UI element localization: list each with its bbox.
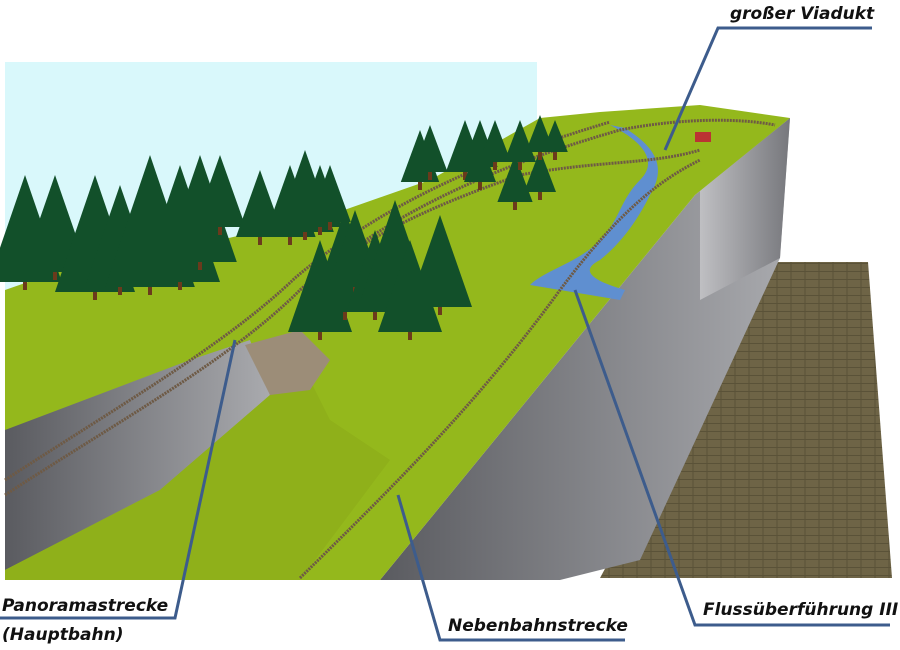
tree-trunk	[93, 290, 97, 300]
forest	[0, 115, 568, 340]
tree	[479, 120, 511, 162]
callout-panorama	[0, 339, 237, 620]
tree-trunk	[408, 330, 412, 340]
tree	[504, 120, 536, 162]
tree-trunk	[148, 285, 152, 295]
tree	[542, 120, 568, 152]
cliff-back	[700, 118, 790, 300]
tree-trunk	[553, 150, 557, 160]
label-river-crossing: Flussüberführung III	[703, 600, 899, 620]
tree-trunk	[303, 230, 307, 240]
tree	[497, 155, 533, 202]
tree	[309, 165, 351, 222]
tree-trunk	[513, 200, 517, 210]
front-grass	[5, 360, 390, 580]
tree-trunk	[328, 220, 332, 230]
tree	[163, 155, 237, 262]
tree-trunk	[318, 330, 322, 340]
paved-floor	[600, 262, 892, 578]
tree-trunk	[418, 180, 422, 190]
callout-lines	[0, 26, 890, 642]
callout-branch	[396, 494, 625, 642]
rock-cut	[245, 330, 330, 395]
tree-trunk	[463, 170, 467, 180]
tree	[524, 150, 556, 192]
label-panorama-sub: (Hauptbahn)	[2, 625, 124, 645]
tree-trunk	[373, 310, 377, 320]
tree-trunk	[318, 225, 322, 235]
tree-trunk	[178, 280, 182, 290]
tree	[464, 140, 496, 182]
tree-trunk	[438, 305, 442, 315]
tree-trunk	[493, 160, 497, 170]
house	[695, 132, 711, 142]
tree-trunk	[23, 280, 27, 290]
callout-viaduct	[663, 26, 872, 151]
tree-trunk	[258, 235, 262, 245]
tree-trunk	[428, 170, 432, 180]
label-branch-line: Nebenbahnstrecke	[448, 616, 628, 636]
tree-trunk	[478, 180, 482, 190]
tree	[378, 240, 442, 332]
label-panorama: Panoramastrecke	[2, 596, 169, 616]
tree	[412, 125, 448, 172]
tree-trunk	[218, 225, 222, 235]
callout-river	[573, 289, 890, 627]
tree-trunk	[538, 190, 542, 200]
cliff-left	[5, 340, 270, 570]
tree-trunk	[53, 270, 57, 280]
tree	[194, 155, 246, 227]
tree-trunk	[518, 160, 522, 170]
tree-trunk	[118, 285, 122, 295]
tree	[408, 215, 472, 307]
branch-line-track	[298, 158, 701, 580]
cliff-right	[380, 118, 790, 580]
label-viaduct: großer Viadukt	[730, 4, 875, 24]
tree-trunk	[198, 260, 202, 270]
tree-trunk	[288, 235, 292, 245]
river	[530, 125, 658, 300]
tree-trunk	[538, 150, 542, 160]
tree-trunk	[343, 310, 347, 320]
